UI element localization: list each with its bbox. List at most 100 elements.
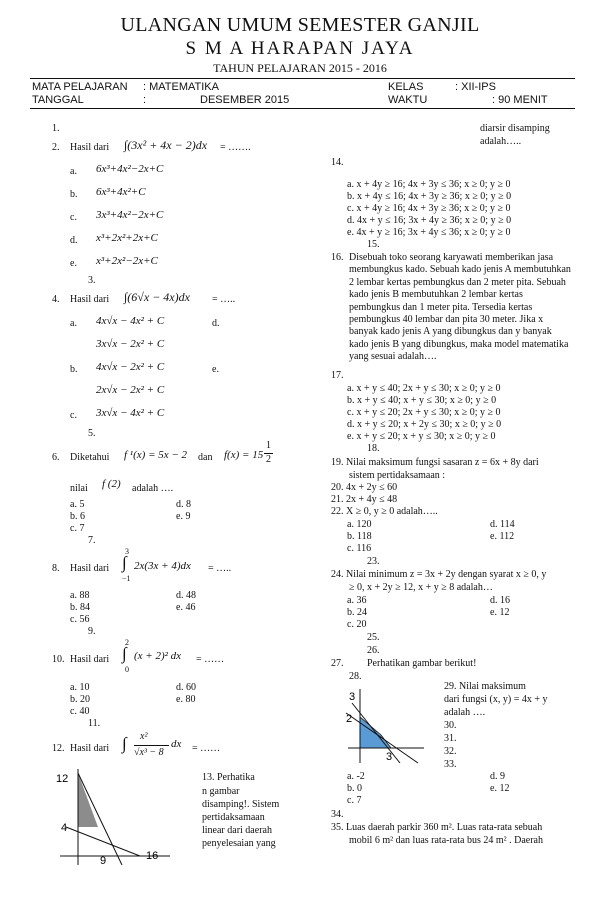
q10-lower-limit: 0 <box>125 665 129 674</box>
q4-option-expr: 3x√x − 2x² + C <box>96 338 165 350</box>
y-label-3: 3 <box>349 691 355 703</box>
q27-text: Perhatikan gambar berikut! <box>367 658 477 669</box>
q6-option-b: b. 6 <box>70 511 85 522</box>
q24-option-e: e. 12 <box>490 607 510 618</box>
q8-tail: = ….. <box>208 563 232 574</box>
q22-option-c: c. 116 <box>347 543 372 554</box>
q29-line: adalah …. <box>444 707 486 718</box>
q18-number: 18. <box>367 443 380 454</box>
q2-option-expr: x³+2x²+2x+C <box>96 232 158 244</box>
q16-number: 16. <box>331 252 344 263</box>
q13-line: linear dari daerah <box>202 825 272 836</box>
q16-text: Disebuah toko seorang karyawati memberik… <box>349 252 571 363</box>
q2-expression: ∫(3x² + 4x − 2)dx <box>124 138 208 152</box>
q4-option-d: d. <box>212 318 220 329</box>
y-label-2: 2 <box>346 713 352 725</box>
q6-line2-label: nilai <box>70 483 88 494</box>
q10-option-b: b. 20 <box>70 694 90 705</box>
q4-expression: ∫(6√x − 4x)dx <box>124 290 190 304</box>
q17-option: b. x + y ≤ 40; x + y ≤ 30; x ≥ 0; y ≥ 0 <box>347 395 497 406</box>
school-name: S M A HARAPAN JAYA <box>185 38 415 59</box>
q19-line: sistem pertidaksamaan : <box>349 470 446 481</box>
q6-option-e: e. 9 <box>176 511 191 522</box>
q13-line: n gambar <box>202 786 240 797</box>
integral-icon: ∫ <box>122 644 127 663</box>
q1-number: 1. <box>52 123 60 134</box>
q13-line: disamping!. Sistem <box>202 799 280 810</box>
q13-continuation: diarsir disamping <box>480 123 550 134</box>
q17-number: 17. <box>331 370 344 381</box>
q32-number: 32. <box>444 746 457 757</box>
date-colon: : <box>143 94 147 106</box>
q10-expression: (x + 2)² dx <box>134 650 182 662</box>
q23-number: 23. <box>367 556 380 567</box>
info-divider <box>30 108 575 109</box>
q28-graph: 3 2 3 <box>345 689 424 764</box>
q4-option-letter: a. <box>70 318 77 329</box>
q6-text: Diketahui <box>70 452 110 463</box>
q22-option-d: d. 114 <box>490 519 515 530</box>
y-label-12: 12 <box>56 773 68 785</box>
q14-option: e. 4x + y ≥ 16; 3x + 4y ≤ 36; x ≥ 0; y ≥… <box>347 227 511 238</box>
class-value: : XII-IPS <box>455 81 496 93</box>
q24-option-b: b. 24 <box>347 607 367 618</box>
q12-fraction-denominator: √x³ − 8 <box>134 747 164 758</box>
q26-number: 26. <box>367 645 380 656</box>
q17-option: e. x + y ≤ 20; x + y ≤ 30; x ≥ 0; y ≥ 0 <box>347 431 496 442</box>
q31-number: 31. <box>444 733 457 744</box>
q29-line: dari fungsi (x, y) = 4x + y <box>444 694 548 705</box>
q5-number: 5. <box>88 428 96 439</box>
academic-year: TAHUN PELAJARAN 2015 - 2016 <box>213 61 387 75</box>
q33-number: 33. <box>444 759 457 770</box>
q6-line2-tail: adalah …. <box>132 483 174 494</box>
q13-line: pertidaksamaan <box>202 812 265 823</box>
q12-text: Hasil dari <box>70 743 110 754</box>
q15-number: 15. <box>367 239 380 250</box>
q13-graph: 12 4 9 16 <box>56 769 170 867</box>
q10-option-c: c. 40 <box>70 706 90 717</box>
q8-option-d: d. 48 <box>176 590 196 601</box>
integral-icon: ∫ <box>122 734 127 753</box>
q6-option-a: a. 5 <box>70 499 85 510</box>
shaded-region <box>78 773 98 827</box>
q22-option-e: e. 112 <box>490 531 515 542</box>
q3-number: 3. <box>88 275 96 286</box>
q6-fraction-bar <box>264 453 273 454</box>
q10-tail: = …… <box>196 654 225 665</box>
class-label: KELAS <box>388 81 424 93</box>
q10-option-a: a. 10 <box>70 682 90 693</box>
q4-option-expr: 4x√x − 2x² + C <box>96 361 165 373</box>
q22-option-b: b. 118 <box>347 531 372 542</box>
q19-line: 19. Nilai maksimum fungsi sasaran z = 6x… <box>331 457 539 468</box>
q11-number: 11. <box>88 718 101 729</box>
q24-line: 24. Nilai minimum z = 3x + 2y dengan sya… <box>331 569 547 580</box>
q24-option-c: c. 20 <box>347 619 367 630</box>
constraint-line-1 <box>351 702 401 764</box>
q4-option-e: e. <box>212 364 219 375</box>
q13-line: 13. Perhatika <box>202 772 255 783</box>
q8-lower-limit: −1 <box>122 574 131 583</box>
q7-number: 7. <box>88 535 96 546</box>
q2-option-letter: e. <box>70 258 77 269</box>
x-label-16: 16 <box>146 850 158 862</box>
q8-option-e: e. 46 <box>176 602 196 613</box>
q6-number: 6. <box>52 452 60 463</box>
subject-value: : MATEMATIKA <box>143 81 219 93</box>
q2-tail: = ……. <box>220 142 251 153</box>
q2-text: Hasil dari <box>70 142 110 153</box>
q24-option-a: a. 36 <box>347 595 367 606</box>
q12-tail: = …… <box>192 743 221 754</box>
q2-option-letter: d. <box>70 235 78 246</box>
y-label-4: 4 <box>61 822 67 834</box>
q6-expression-2: f(x) = 15 <box>224 449 264 461</box>
q8-option-b: b. 84 <box>70 602 90 613</box>
q13-line: penyelesaian yang <box>202 838 276 849</box>
q10-number: 10. <box>52 654 65 665</box>
date-label: TANGGAL <box>32 94 84 106</box>
date-value: DESEMBER 2015 <box>200 94 290 106</box>
q33-option-d: d. 9 <box>490 771 505 782</box>
q24-option-d: d. 16 <box>490 595 510 606</box>
q8-option-c: c. 56 <box>70 614 90 625</box>
x-label-3: 3 <box>386 751 392 763</box>
q4-option-expr: 3x√x − 4x² + C <box>96 407 165 419</box>
